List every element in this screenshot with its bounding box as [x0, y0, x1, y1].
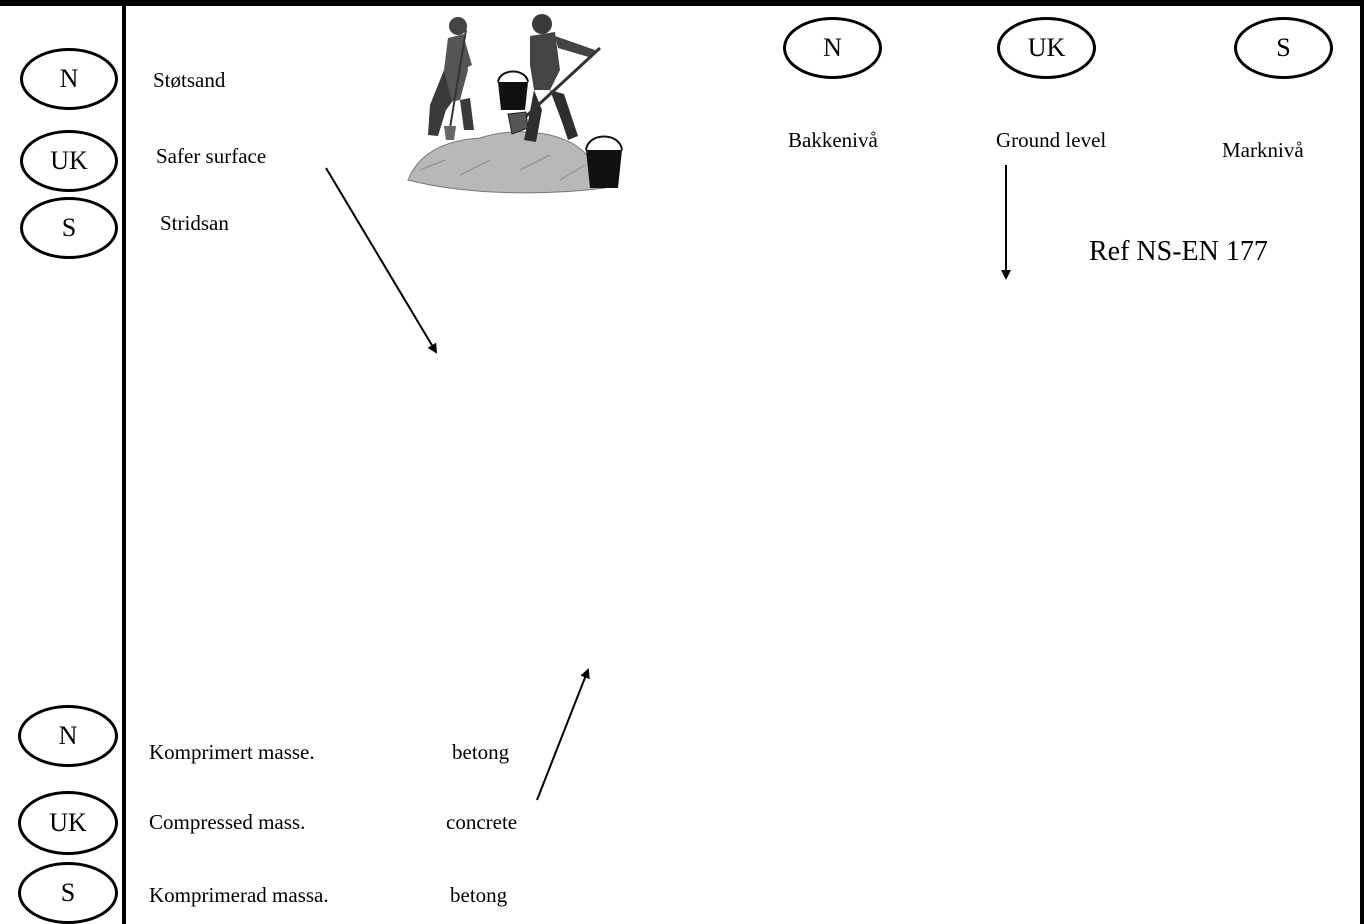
lang-badge-s-top: S	[20, 197, 118, 259]
label-ground-level-no: Bakkenivå	[788, 128, 878, 152]
label-safer-surface-uk: Safer surface	[156, 144, 267, 168]
lang-badge-n-right: N	[783, 17, 882, 79]
lang-badge-uk-right: UK	[997, 17, 1096, 79]
lang-badge-n-bottom: N	[18, 705, 118, 767]
arrow-concrete	[536, 668, 590, 801]
label-safer-surface-no: Støtsand	[153, 68, 226, 92]
lang-badge-uk-top: UK	[20, 130, 118, 192]
arrow-safer-surface	[325, 167, 438, 354]
frame-column-divider	[122, 0, 126, 924]
label-concrete-se: betong	[450, 883, 508, 907]
label-concrete-no: betong	[452, 740, 510, 764]
lang-badge-n-top: N	[20, 48, 118, 110]
label-compressed-mass-uk: Compressed mass.	[149, 810, 306, 834]
label-safer-surface-se: Stridsan	[160, 211, 229, 235]
label-compressed-mass-no: Komprimert masse.	[149, 740, 315, 764]
label-compressed-mass-se: Komprimerad massa.	[149, 883, 329, 907]
lang-badge-uk-bottom: UK	[18, 791, 118, 855]
label-ground-level-se: Marknivå	[1222, 138, 1304, 162]
label-concrete-uk: concrete	[446, 810, 518, 834]
reference-standard: Ref NS-EN 177	[1089, 236, 1268, 267]
frame-top-border	[0, 0, 1364, 6]
lang-badge-s-right: S	[1234, 17, 1333, 79]
label-ground-level-uk: Ground level	[996, 128, 1107, 152]
frame-right-border	[1360, 0, 1364, 924]
workers-shoveling-icon	[407, 14, 623, 194]
lang-badge-s-bottom: S	[18, 862, 118, 924]
